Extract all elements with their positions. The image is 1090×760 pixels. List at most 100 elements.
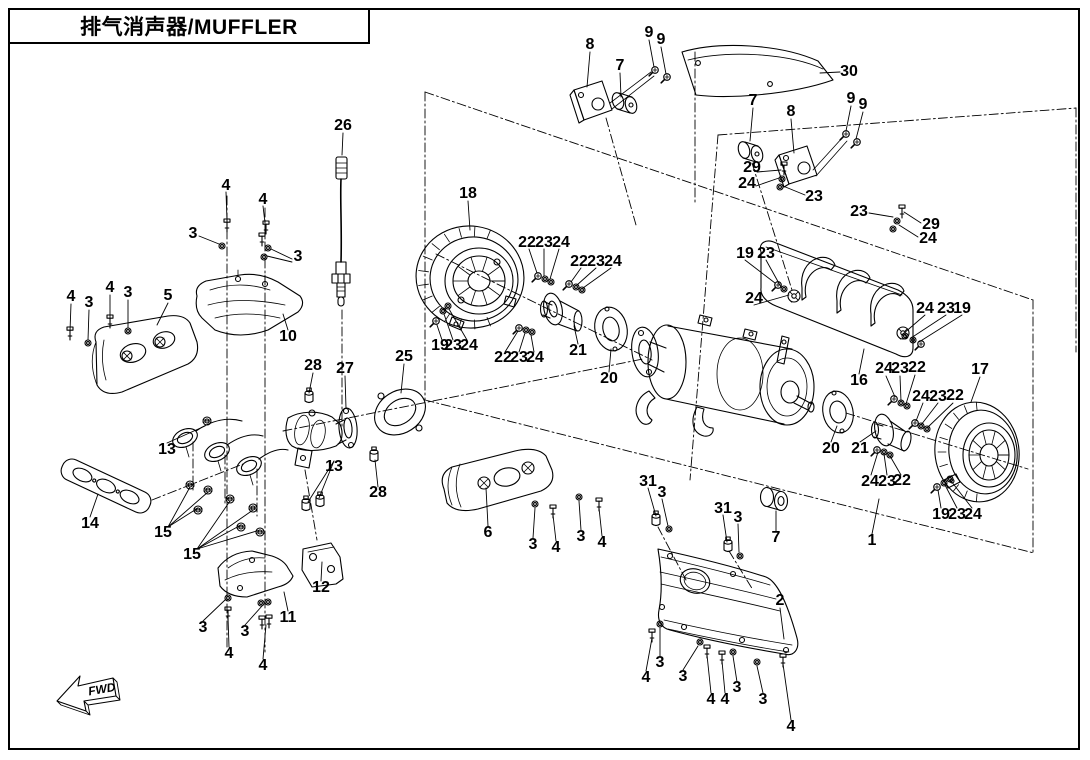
- washer-icon: [886, 451, 894, 459]
- washer-icon: [578, 286, 586, 294]
- callout-label-24: 24: [912, 388, 930, 405]
- part-7-rubber-bushing-bottom: [759, 486, 789, 512]
- callout-label-24: 24: [738, 175, 756, 192]
- callout-label-4: 4: [786, 718, 796, 735]
- part-11-lower-small-shield: [217, 550, 294, 598]
- washer-icon: [665, 525, 673, 533]
- callout-label-31: 31: [639, 473, 657, 490]
- callout-label-3: 3: [655, 654, 665, 671]
- callout-label-3: 3: [198, 619, 208, 636]
- callout-label-3: 3: [657, 484, 667, 501]
- callout-label-9: 9: [656, 31, 666, 48]
- screw-icon: [648, 628, 656, 643]
- washer-icon: [780, 285, 788, 293]
- callout-label-23: 23: [878, 473, 896, 490]
- washer-icon: [729, 648, 737, 656]
- callout-label-15: 15: [154, 524, 172, 541]
- washer-icon: [903, 402, 911, 410]
- callout-label-20: 20: [822, 440, 840, 457]
- callout-label-17: 17: [971, 361, 989, 378]
- bolt-icon: [562, 280, 573, 291]
- callout-label-3: 3: [293, 248, 303, 265]
- flange-bolt-icon: [304, 387, 314, 404]
- callout-label-3: 3: [732, 679, 742, 696]
- callout-label-24: 24: [552, 234, 570, 251]
- part-10-upper-heat-shield: [195, 269, 304, 336]
- callout-label-10: 10: [279, 328, 297, 345]
- callout-label-24: 24: [526, 349, 544, 366]
- callout-label-4: 4: [258, 191, 268, 208]
- callout-label-4: 4: [720, 691, 730, 708]
- bolt-icon: [887, 395, 898, 406]
- callout-label-19: 19: [431, 337, 449, 354]
- part-12-mounting-bracket: [301, 542, 344, 588]
- screw-icon: [224, 606, 232, 621]
- callout-label-4: 4: [105, 279, 115, 296]
- bolt-icon: [870, 446, 881, 457]
- callout-label-22: 22: [518, 234, 536, 251]
- part-17-end-cap-right: [934, 401, 1020, 503]
- callout-label-22: 22: [908, 359, 926, 376]
- nut-icon: [255, 527, 265, 537]
- screw-icon: [66, 326, 74, 341]
- washer-icon: [572, 283, 580, 291]
- bolt-icon: [930, 483, 941, 494]
- screw-icon: [258, 232, 266, 247]
- callout-label-23: 23: [805, 188, 823, 205]
- callout-label-28: 28: [369, 484, 387, 501]
- callout-label-4: 4: [641, 669, 651, 686]
- part-27-outlet-flange: [338, 407, 358, 449]
- callout-label-7: 7: [748, 92, 758, 109]
- callout-label-24: 24: [964, 506, 982, 523]
- nut-icon: [185, 480, 195, 490]
- part-7-rubber-bushing-right: [737, 141, 764, 163]
- flange-bolt-icon: [369, 446, 379, 463]
- callout-label-15: 15: [183, 546, 201, 563]
- callout-label-9: 9: [858, 96, 868, 113]
- bolt-icon: [771, 281, 782, 292]
- callout-label-8: 8: [585, 36, 595, 53]
- callout-label-23: 23: [929, 388, 947, 405]
- part-25-oval-gasket: [374, 388, 426, 436]
- title-box: 排气消声器/MUFFLER: [8, 8, 370, 44]
- bolt-icon: [660, 73, 671, 84]
- callout-label-26: 26: [334, 117, 352, 134]
- callout-label-22: 22: [570, 253, 588, 270]
- callout-label-21: 21: [569, 342, 587, 359]
- callout-label-3: 3: [678, 668, 688, 685]
- washer-icon: [736, 552, 744, 560]
- washer-icon: [893, 217, 901, 225]
- callout-label-23: 23: [444, 337, 462, 354]
- washer-icon: [917, 422, 925, 430]
- washer-icon: [218, 242, 226, 250]
- callout-label-9: 9: [846, 90, 856, 107]
- callout-label-29: 29: [743, 159, 761, 176]
- flange-bolt-icon: [651, 510, 661, 527]
- callout-label-30: 30: [840, 63, 858, 80]
- callout-label-22: 22: [494, 349, 512, 366]
- bolt-icon: [914, 340, 925, 351]
- callout-label-14: 14: [81, 515, 99, 532]
- washer-icon: [257, 599, 265, 607]
- callout-label-19: 19: [932, 506, 950, 523]
- screw-icon: [595, 497, 603, 512]
- callout-label-8: 8: [786, 103, 796, 120]
- callout-label-20: 20: [600, 370, 618, 387]
- callout-label-4: 4: [551, 539, 561, 556]
- nut-icon: [203, 485, 213, 495]
- callout-label-3: 3: [758, 691, 768, 708]
- screw-icon: [779, 653, 787, 668]
- callout-label-24: 24: [745, 290, 763, 307]
- flange-bolt-icon: [301, 495, 311, 512]
- callout-label-13: 13: [325, 458, 343, 475]
- callout-label-4: 4: [221, 177, 231, 194]
- fwd-direction-arrow: FWD: [56, 675, 121, 716]
- callout-label-13: 13: [158, 441, 176, 458]
- part-exhaust-manifold-assembly: [172, 409, 347, 486]
- callout-label-3: 3: [733, 509, 743, 526]
- callout-label-27: 27: [336, 360, 354, 377]
- callout-label-23: 23: [850, 203, 868, 220]
- callout-label-23: 23: [510, 349, 528, 366]
